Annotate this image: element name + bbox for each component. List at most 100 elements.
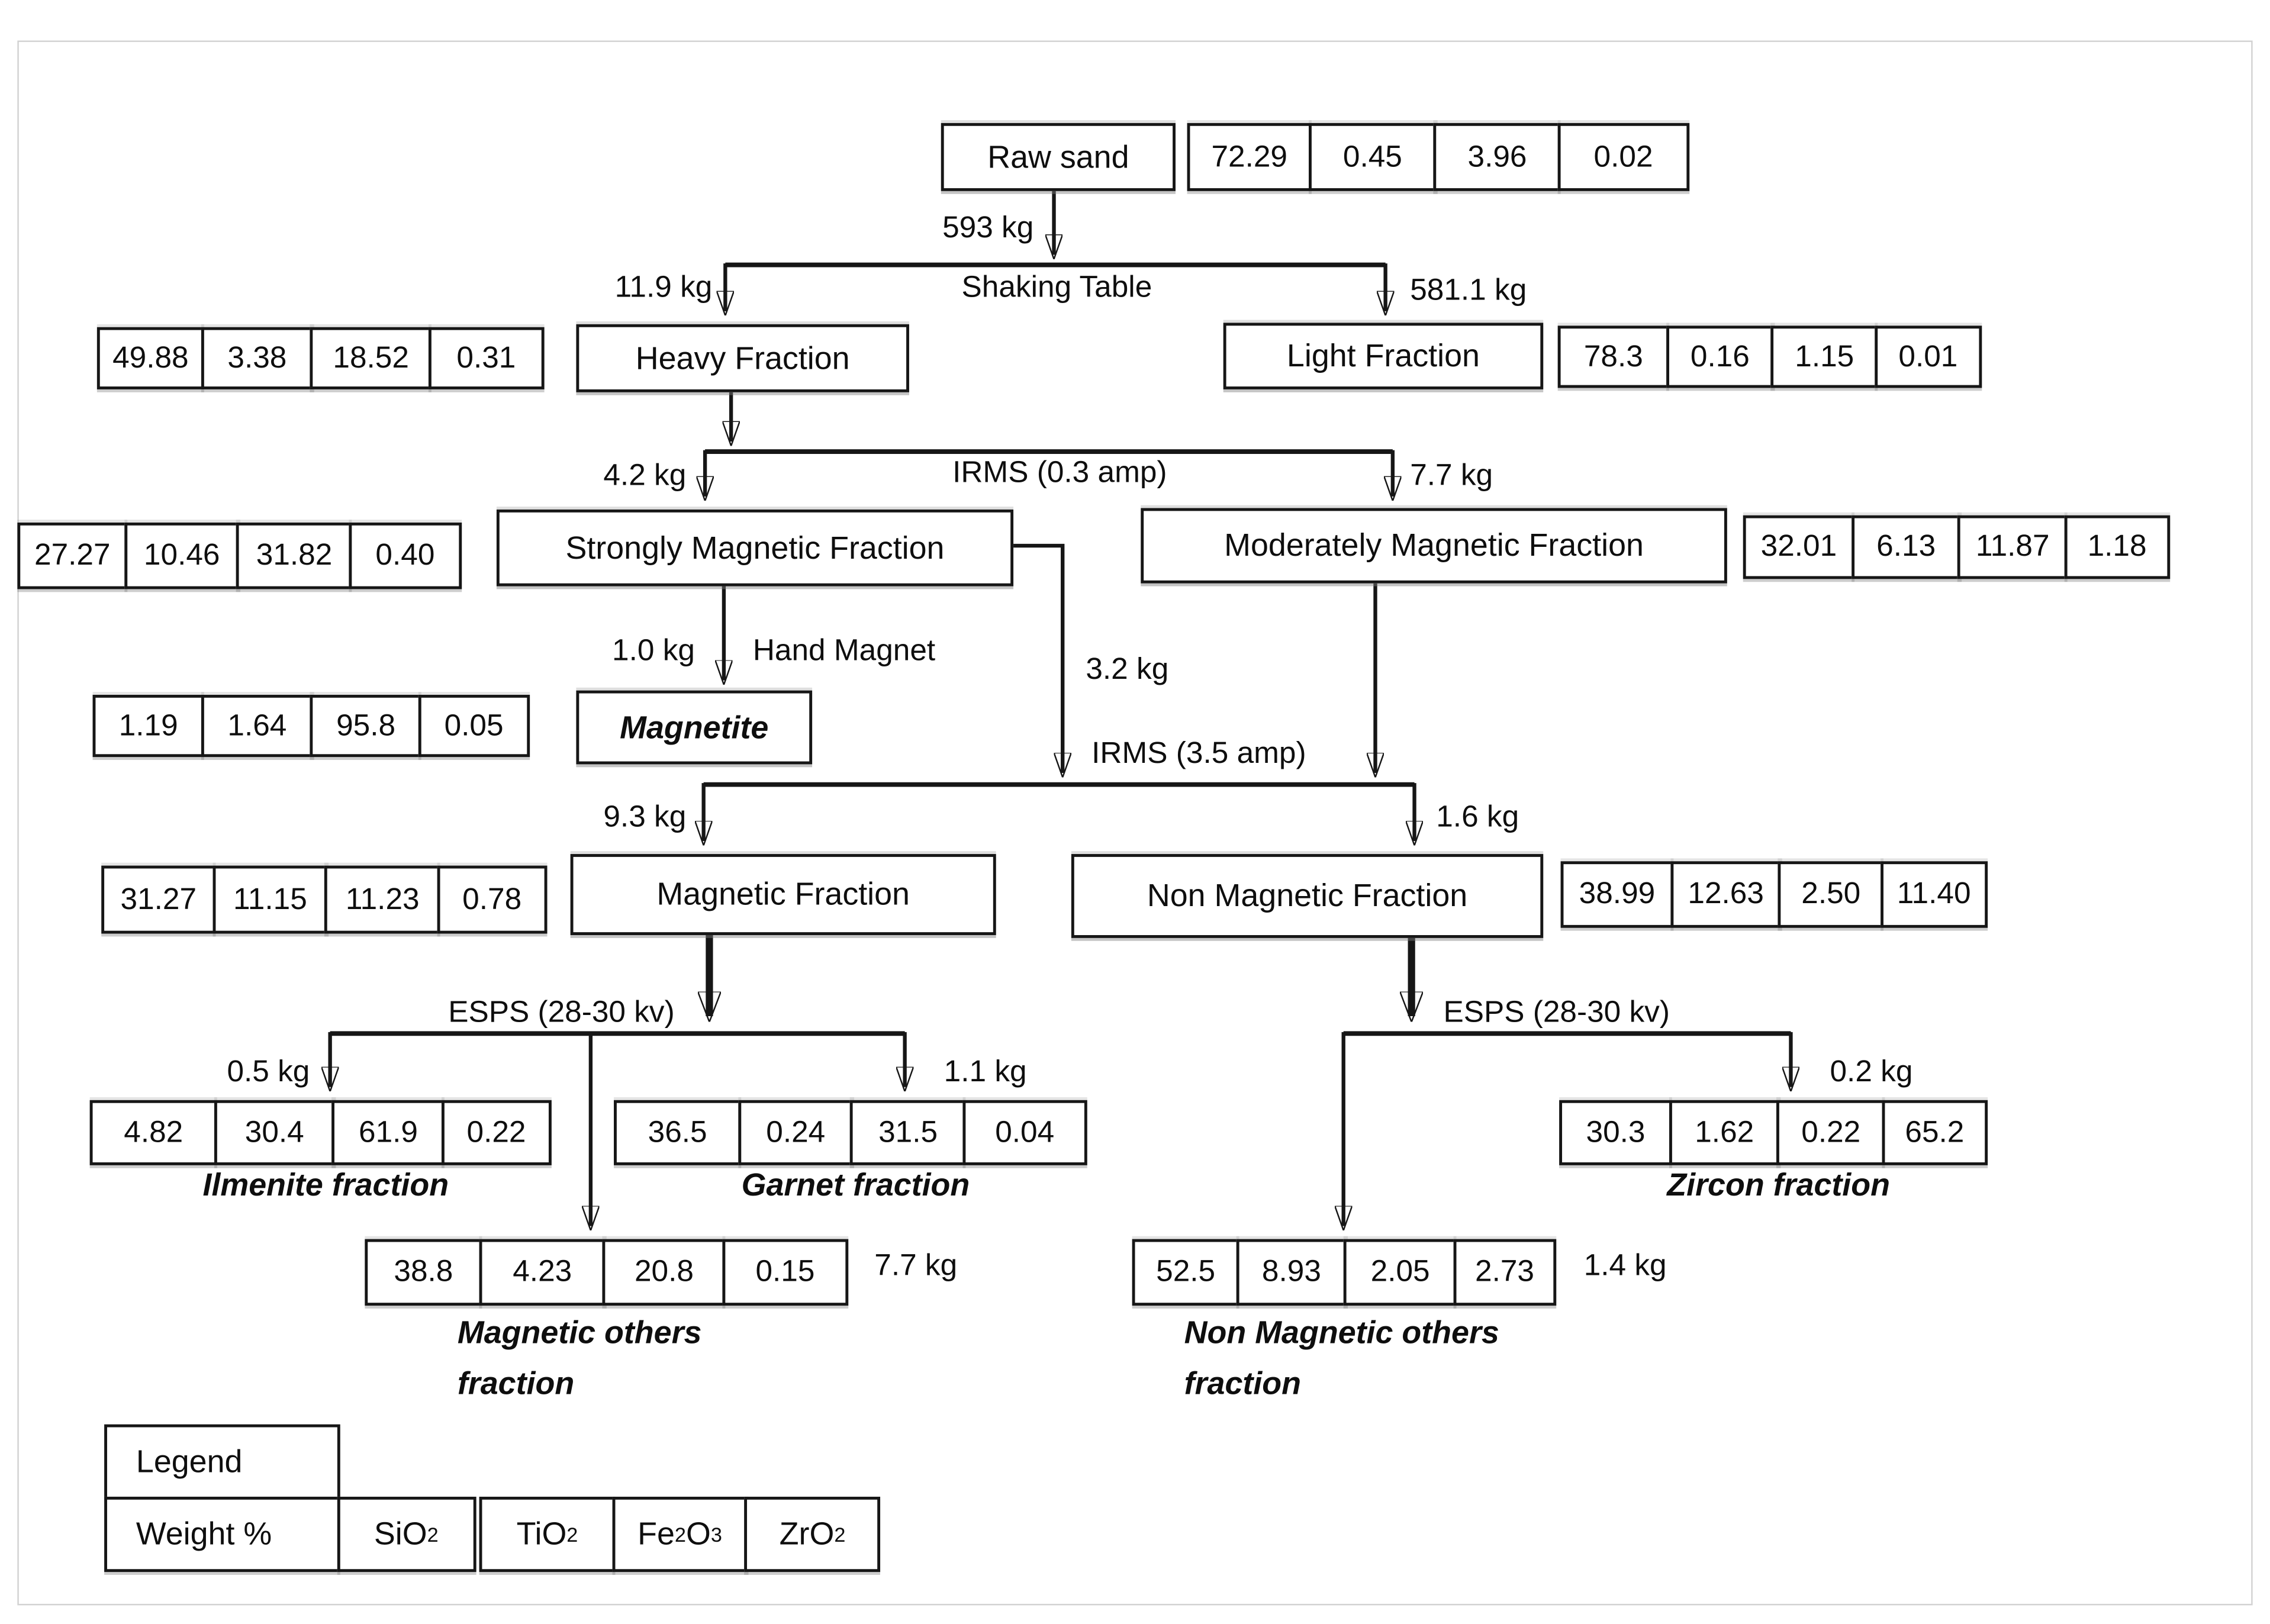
sio2-value: 1.19 [92,694,204,758]
flow-weight-nonmagnetic: 1.6 kg [1436,800,1519,834]
fe2o3-value: 3.96 [1433,123,1561,191]
zro2-value: 0.31 [428,327,545,389]
sio2-value: 32.01 [1743,515,1855,579]
sio2-value: 4.82 [89,1100,217,1165]
sio2-value: 72.29 [1187,123,1312,191]
formula-base: O [686,1515,711,1551]
zro2-value: 0.78 [437,865,548,934]
zro2-value: 11.40 [1880,861,1988,928]
node-magnetic-fraction: Magnetic Fraction [570,854,996,935]
fe2o3-value: 95.8 [310,694,422,758]
fe2o3-value: 11.87 [1957,515,2068,579]
node-moderately-magnetic: Moderately Magnetic Fraction [1141,508,1727,584]
process-shaking-table: Shaking Table [961,270,1152,304]
sio2-value: 27.27 [17,522,128,589]
page-frame [17,40,2253,1606]
tio2-value: 0.45 [1308,123,1437,191]
values-magnetic-fraction: 31.27 11.15 11.23 0.78 [101,865,548,934]
sio2-value: 78.3 [1557,326,1670,388]
zro2-value: 65.2 [1882,1100,1988,1165]
label-line-1: Magnetic others [457,1314,702,1351]
tio2-value: 4.23 [478,1239,606,1306]
label-magnetic-others-fraction: Magnetic others fraction [458,1307,892,1409]
formula-base: TiO [516,1515,567,1551]
zro2-value: 0.40 [349,522,462,589]
legend-title: Legend [104,1424,340,1500]
tio2-value: 3.38 [201,327,314,389]
label-zircon-fraction: Zircon fraction [1667,1167,1890,1203]
fe2o3-value: 61.9 [331,1100,445,1165]
tio2-value: 10.46 [124,522,240,589]
zro2-value: 0.22 [441,1100,552,1165]
node-label: Non Magnetic Fraction [1147,877,1468,914]
fe2o3-value: 1.15 [1770,326,1878,388]
values-raw-sand: 72.29 0.45 3.96 0.02 [1187,123,1689,191]
tio2-value: 1.62 [1669,1100,1780,1165]
flow-weight-nonmagnetic-others: 1.4 kg [1583,1249,1667,1283]
label-line-1: Non Magnetic others [1184,1314,1499,1351]
process-esps-right: ESPS (28-30 kv) [1443,995,1670,1029]
node-raw-sand: Raw sand [941,123,1176,191]
zro2-value: 2.73 [1453,1239,1556,1306]
values-moderately-magnetic: 32.01 6.13 11.87 1.18 [1743,515,2170,579]
fe2o3-value: 31.82 [236,522,352,589]
fe2o3-value: 11.23 [324,865,441,934]
fe2o3-value: 18.52 [310,327,432,389]
process-irms1: IRMS (0.3 amp) [952,456,1167,489]
zro2-value: 0.02 [1557,123,1689,191]
zro2-value: 1.18 [2064,515,2170,579]
flow-weight-heavy: 11.9 kg [614,270,713,304]
sio2-value: 36.5 [614,1100,742,1165]
values-magnetic-others: 38.8 4.23 20.8 0.15 [365,1239,848,1306]
label-line-2: fraction [1184,1365,1302,1401]
sio2-value: 49.88 [96,327,204,389]
node-heavy-fraction: Heavy Fraction [576,324,909,392]
formula-base: ZrO [779,1515,835,1551]
sio2-value: 52.5 [1132,1239,1239,1306]
tio2-value: 30.4 [214,1100,336,1165]
arrow-strongly-to-irms2 [1013,543,1062,773]
label-nonmagnetic-others-fraction: Non Magnetic others fraction [1184,1307,1648,1409]
sio2-value: 38.8 [365,1239,482,1306]
label-ilmenite-fraction: Ilmenite fraction [202,1167,449,1203]
flow-weight-zircon: 0.2 kg [1830,1055,1913,1089]
zro2-value: 0.15 [722,1239,848,1306]
formula-sub: 2 [834,1522,846,1546]
flow-weight-raw: 593 kg [942,211,1034,245]
process-irms2: IRMS (3.5 amp) [1091,736,1306,771]
node-label: Moderately Magnetic Fraction [1224,527,1644,563]
flow-weight-strongly: 4.2 kg [603,459,687,492]
values-zircon: 30.3 1.62 0.22 65.2 [1559,1100,1988,1165]
sio2-value: 30.3 [1559,1100,1672,1165]
tio2-value: 1.64 [201,694,314,758]
node-light-fraction: Light Fraction [1223,323,1544,389]
values-light-fraction: 78.3 0.16 1.15 0.01 [1557,326,1982,388]
fe2o3-value: 31.5 [850,1100,966,1165]
flow-weight-magnetic: 9.3 kg [603,800,687,834]
flow-weight-ilmenite: 0.5 kg [227,1055,310,1089]
node-label: Raw sand [987,138,1129,175]
zro2-value: 0.01 [1874,326,1982,388]
sio2-value: 38.99 [1560,861,1674,928]
formula-sub: 2 [674,1522,687,1546]
formula-sub: 2 [566,1522,578,1546]
values-nonmagnetic-others: 52.5 8.93 2.05 2.73 [1132,1239,1556,1306]
fe2o3-value: 2.05 [1344,1239,1457,1306]
tio2-value: 8.93 [1235,1239,1348,1306]
tio2-value: 0.16 [1666,326,1775,388]
tio2-value: 0.24 [738,1100,854,1165]
process-hand-magnet: Hand Magnet [752,634,936,668]
tio2-value: 12.63 [1670,861,1782,928]
node-label: Magnetic Fraction [656,875,910,912]
fe2o3-value: 0.22 [1776,1100,1885,1165]
node-strongly-magnetic: Strongly Magnetic Fraction [496,509,1014,587]
node-nonmagnetic-fraction: Non Magnetic Fraction [1071,854,1544,938]
values-nonmagnetic-fraction: 38.99 12.63 2.50 11.40 [1560,861,1988,928]
zro2-value: 0.05 [418,694,530,758]
formula-sub: 2 [427,1522,439,1546]
